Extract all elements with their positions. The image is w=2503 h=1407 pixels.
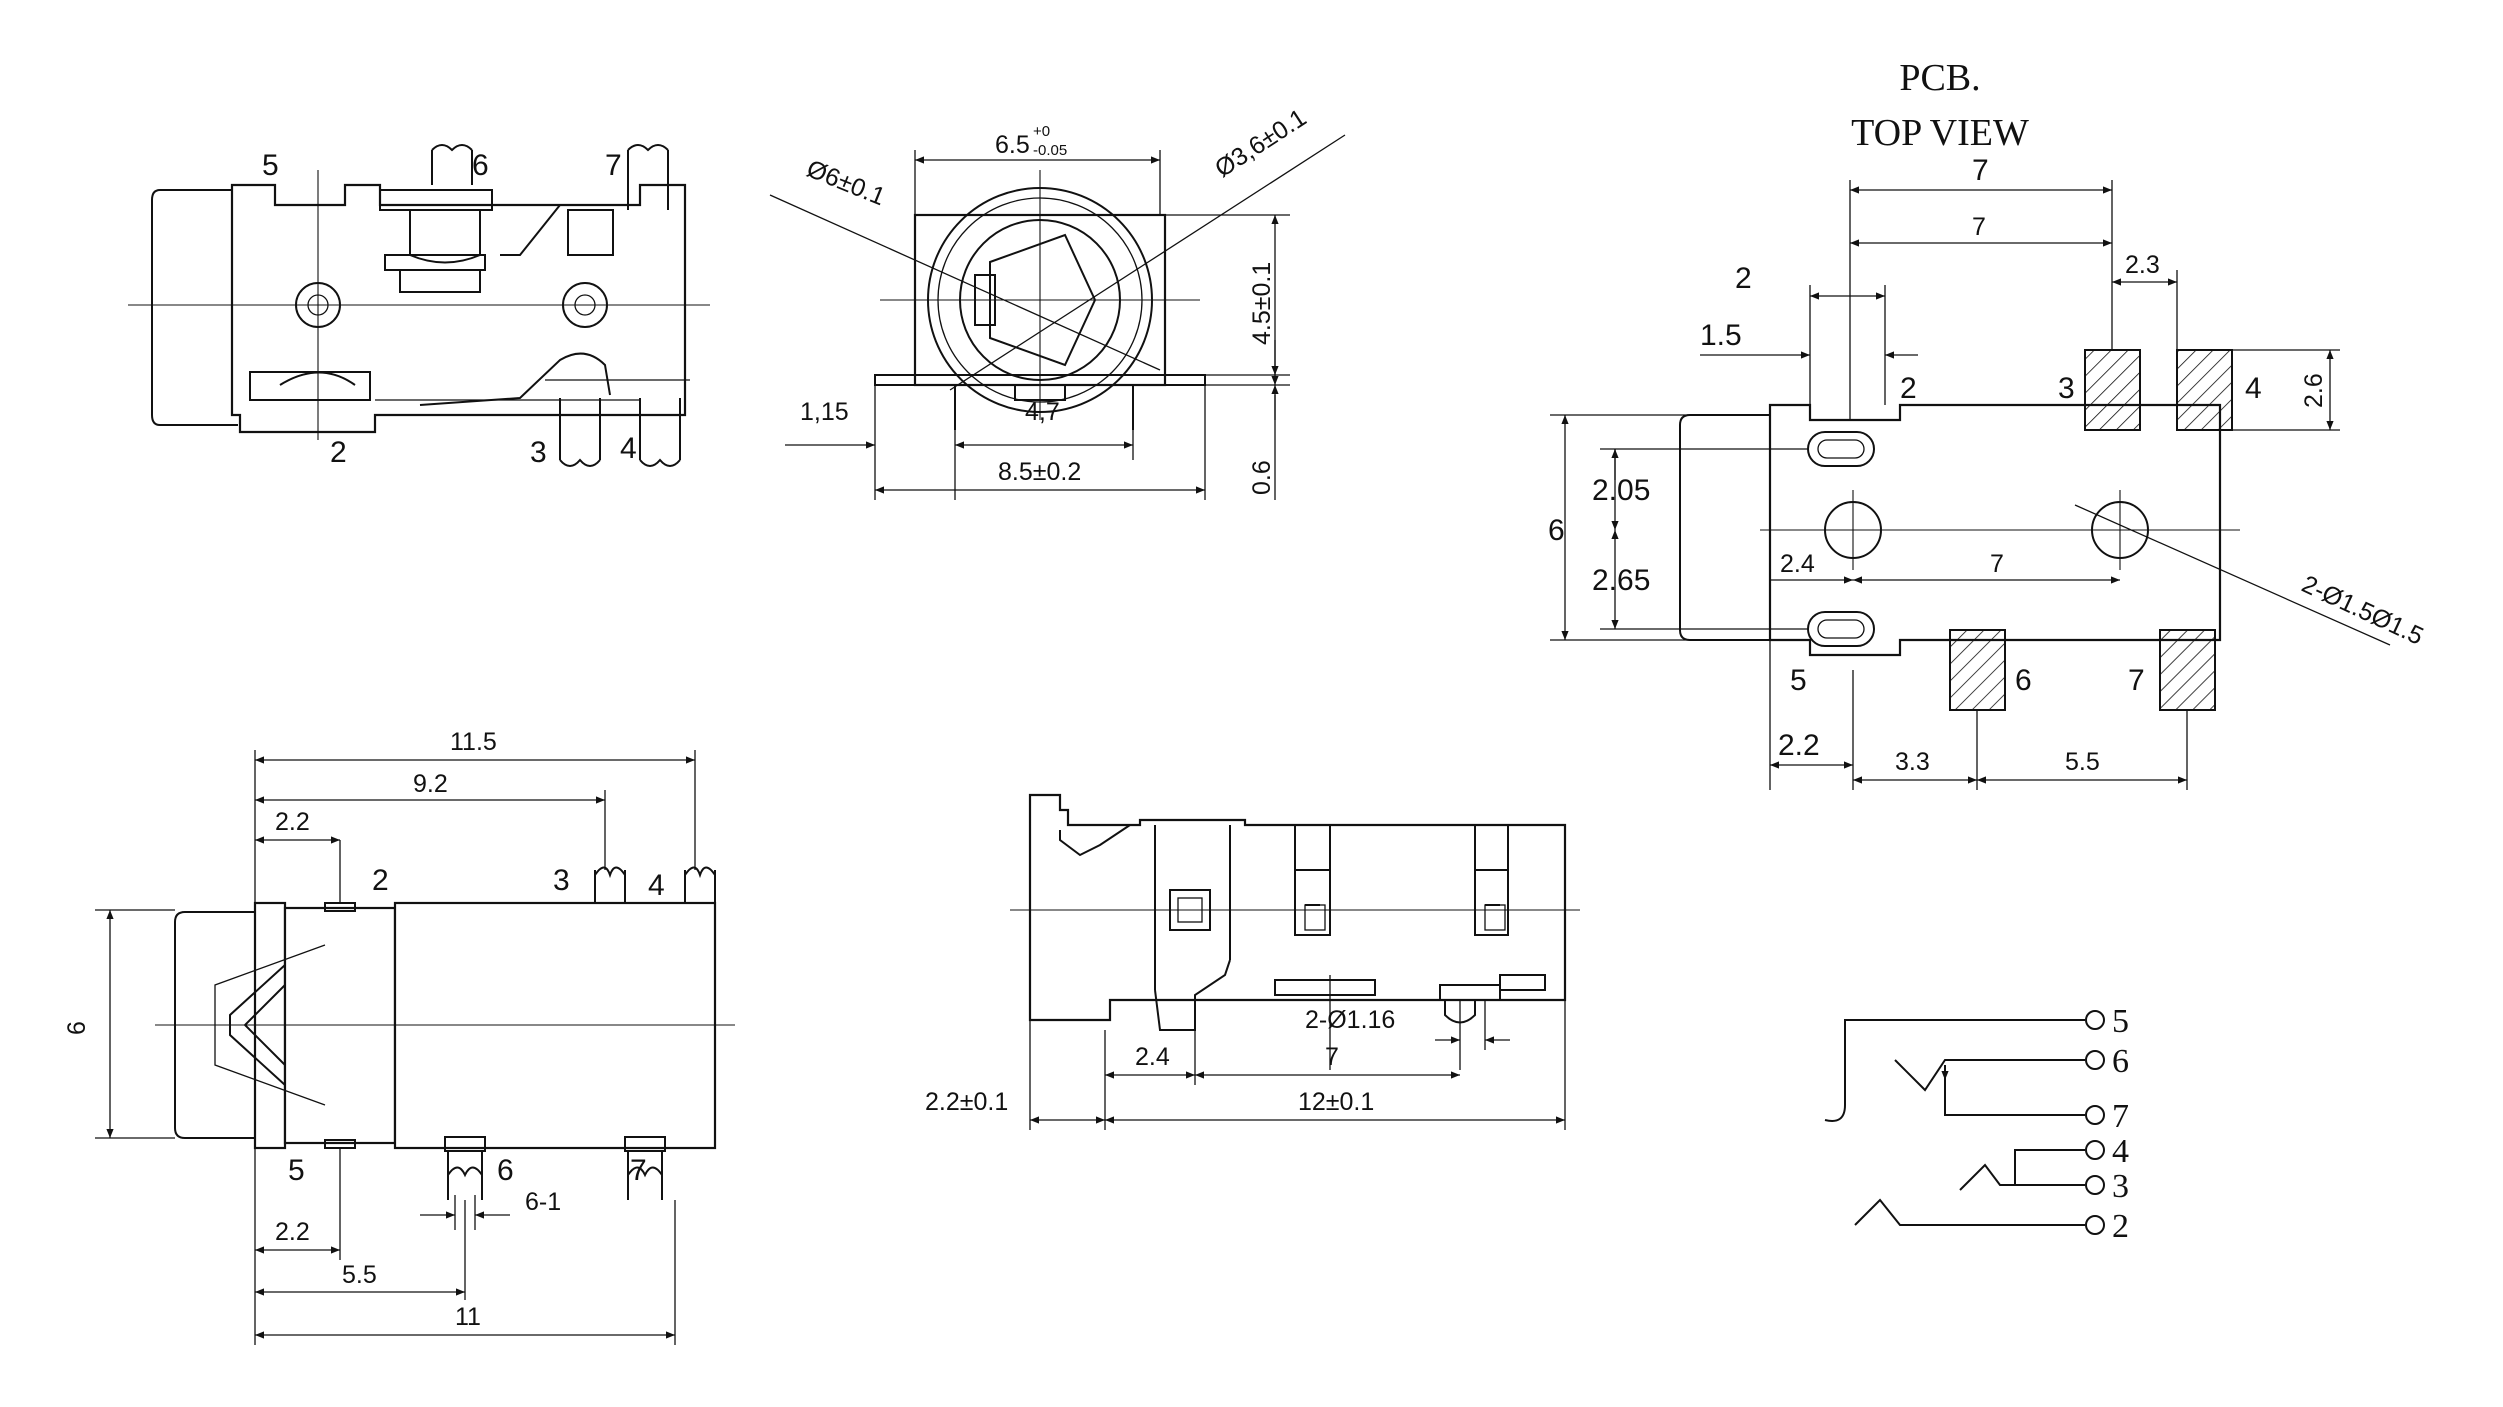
pad-3 bbox=[2084, 349, 2141, 431]
top-dim-2: 2 bbox=[1735, 262, 1752, 295]
pad-4 bbox=[2176, 349, 2233, 431]
top-dim-2-6: 2.6 bbox=[2300, 373, 2328, 408]
front-dim-diameter-3-6: Ø3,6±0.1 bbox=[1210, 104, 1311, 183]
top-dim-7-b: 7 bbox=[1972, 213, 1986, 241]
top-dim-3-3: 3.3 bbox=[1895, 748, 1930, 776]
lower-dim-2-2-b: 2.2 bbox=[275, 1218, 310, 1246]
lower-dim-11-5: 11.5 bbox=[450, 728, 497, 756]
front-dim-4-5: 4.5±0.1 bbox=[1248, 262, 1276, 345]
upper-left-pin-7: 7 bbox=[605, 149, 622, 182]
front-dim-tol-minus: -0.05 bbox=[1033, 142, 1067, 159]
schematic-node-5 bbox=[2085, 1010, 2105, 1030]
top-view-pin-4: 4 bbox=[2245, 372, 2262, 405]
lower-left-pin-5: 5 bbox=[288, 1154, 305, 1187]
pcb-top-view: PCB. TOP VIEW 2 3 4 5 6 7 7 7 bbox=[1548, 57, 2428, 790]
top-view-pin-5: 5 bbox=[1790, 664, 1807, 697]
top-view-title-1: PCB. bbox=[1899, 57, 1980, 99]
schematic-pin-4: 4 bbox=[2112, 1133, 2129, 1170]
top-view-pin-3: 3 bbox=[2058, 372, 2075, 405]
lower-left-pin-2: 2 bbox=[372, 864, 389, 897]
top-dim-2-3: 2.3 bbox=[2125, 251, 2160, 279]
top-view-pin-6: 6 bbox=[2015, 664, 2032, 697]
schematic-node-6 bbox=[2085, 1050, 2105, 1070]
side-dim-2-2: 2.2±0.1 bbox=[925, 1088, 1008, 1116]
side-dim-7: 7 bbox=[1325, 1043, 1339, 1071]
top-dim-7-a: 7 bbox=[1972, 154, 1989, 187]
schematic-node-4 bbox=[2085, 1140, 2105, 1160]
pad-7 bbox=[2159, 629, 2216, 711]
lower-dim-6-1: 6-1 bbox=[525, 1188, 561, 1216]
lower-left-pin-6: 6 bbox=[497, 1154, 514, 1187]
upper-left-pin-2: 2 bbox=[330, 436, 347, 469]
top-dim-1-5: 1.5 bbox=[1700, 319, 1742, 352]
lower-left-pin-4: 4 bbox=[648, 869, 665, 902]
top-dim-7-c: 7 bbox=[1990, 550, 2004, 578]
top-dim-6: 6 bbox=[1548, 514, 1565, 547]
front-dim-8-5: 8.5±0.2 bbox=[998, 458, 1081, 486]
side-dim-holes: 2-Ø1.16 bbox=[1305, 1006, 1395, 1034]
side-dim-2-4: 2.4 bbox=[1135, 1043, 1170, 1071]
front-dim-4-7: 4,7 bbox=[1025, 398, 1060, 426]
schematic-pin-7: 7 bbox=[2112, 1098, 2129, 1135]
top-view-pin-2: 2 bbox=[1900, 372, 1917, 405]
schematic-pin-6: 6 bbox=[2112, 1043, 2129, 1080]
top-view-title-2: TOP VIEW bbox=[1851, 112, 2029, 154]
top-dim-2-4: 2.4 bbox=[1780, 550, 1815, 578]
top-dim-5-5: 5.5 bbox=[2065, 748, 2100, 776]
lower-left-pin-7: 7 bbox=[630, 1154, 647, 1187]
lower-left-pin-3: 3 bbox=[553, 864, 570, 897]
lower-dim-11: 11 bbox=[455, 1303, 481, 1331]
top-dim-2-05: 2.05 bbox=[1592, 474, 1650, 507]
top-view-pin-7: 7 bbox=[2128, 664, 2145, 697]
front-dim-0-6: 0.6 bbox=[1248, 460, 1276, 495]
schematic: 5 6 7 4 3 2 bbox=[1824, 1003, 2129, 1245]
side-view: 2-Ø1.16 2.4 7 2.2±0.1 12±0.1 bbox=[925, 793, 1580, 1130]
upper-left-view: 5 6 7 2 3 4 bbox=[128, 144, 710, 469]
lower-dim-6: 6 bbox=[63, 1021, 91, 1035]
schematic-pin-5: 5 bbox=[2112, 1003, 2129, 1040]
upper-left-pin-4: 4 bbox=[620, 432, 637, 465]
front-dim-6-5: 6.5 bbox=[995, 131, 1030, 159]
top-dim-2-2: 2.2 bbox=[1778, 729, 1820, 762]
front-dim-1-15: 1,15 bbox=[800, 398, 849, 426]
upper-left-pin-3: 3 bbox=[530, 436, 547, 469]
front-dim-tol-plus: +0 bbox=[1033, 123, 1050, 140]
upper-left-pin-5: 5 bbox=[262, 149, 279, 182]
lower-dim-9-2: 9.2 bbox=[413, 770, 448, 798]
pad-6 bbox=[1949, 629, 2006, 711]
lower-left-view: 2 3 4 5 6 7 11.5 9.2 2.2 6 6-1 2.2 bbox=[63, 728, 735, 1345]
schematic-pin-3: 3 bbox=[2112, 1168, 2129, 1205]
schematic-pin-2: 2 bbox=[2112, 1208, 2129, 1245]
top-dim-holes: 2-Ø1.5Ø1.5 bbox=[2297, 570, 2427, 651]
top-dim-2-65: 2.65 bbox=[1592, 564, 1650, 597]
schematic-node-2 bbox=[2085, 1215, 2105, 1235]
upper-left-pin-6: 6 bbox=[472, 149, 489, 182]
side-dim-12: 12±0.1 bbox=[1298, 1088, 1374, 1116]
lower-dim-5-5: 5.5 bbox=[342, 1261, 377, 1289]
lower-dim-2-2-a: 2.2 bbox=[275, 808, 310, 836]
front-view: 6.5 +0 -0.05 Ø6±0.1 Ø3,6±0.1 4.5±0.1 0.6… bbox=[769, 104, 1346, 500]
front-dim-diameter-6: Ø6±0.1 bbox=[803, 155, 889, 212]
schematic-node-3 bbox=[2085, 1175, 2105, 1195]
schematic-node-7 bbox=[2085, 1105, 2105, 1125]
